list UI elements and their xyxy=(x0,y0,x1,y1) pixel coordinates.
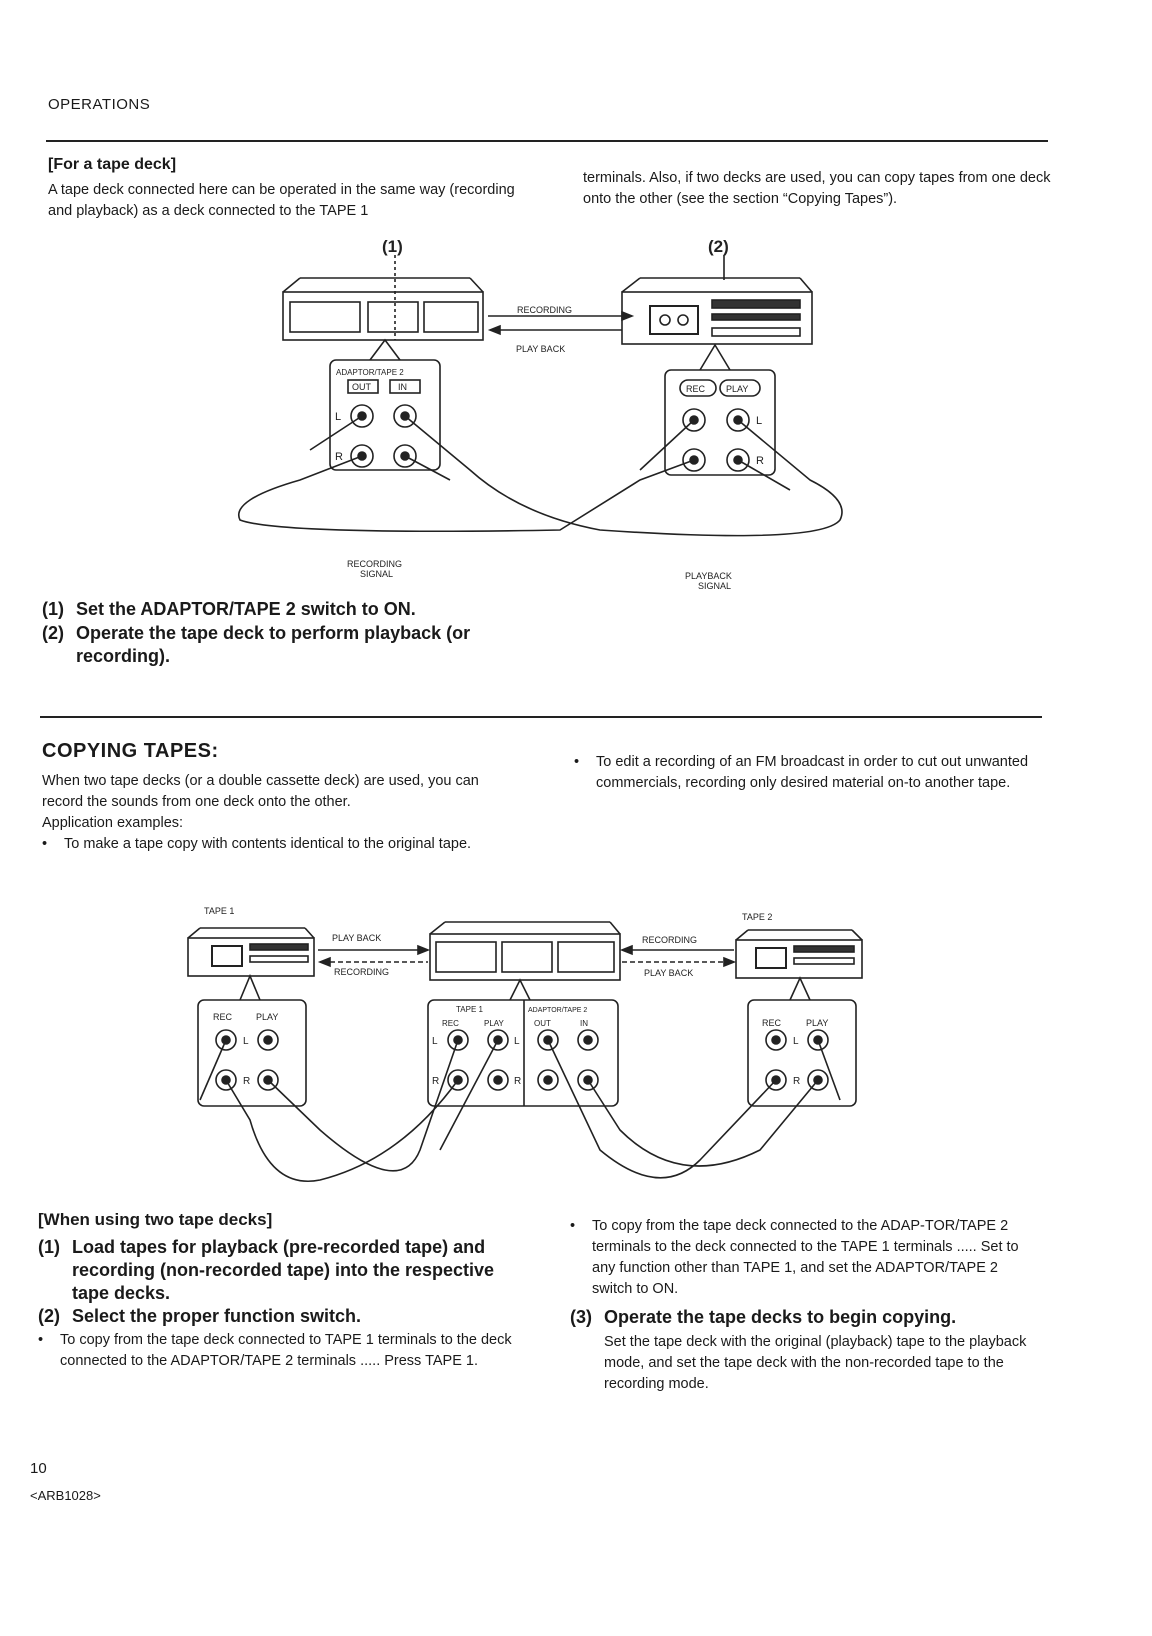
playback-arrow-label: PLAY BACK xyxy=(516,344,565,354)
step-number: (2) xyxy=(38,1306,60,1326)
r-label-left: R xyxy=(335,451,343,463)
step-number: (3) xyxy=(570,1307,592,1327)
play-label-left: PLAY xyxy=(256,1012,278,1022)
r-label-amp-1: R xyxy=(432,1076,439,1087)
play-label-amp: PLAY xyxy=(484,1019,505,1028)
r-label-tape1: R xyxy=(243,1076,250,1087)
l-label-amp-1: L xyxy=(432,1036,438,1047)
rec-label-left: REC xyxy=(213,1012,233,1022)
two-decks-heading: [When using two tape decks] xyxy=(38,1210,273,1229)
r-label-amp-2: R xyxy=(514,1076,521,1087)
tape-deck-step-1: (1) Set the ADAPTOR/TAPE 2 switch to ON. xyxy=(42,598,542,621)
copying-para: When two tape decks (or a double cassett… xyxy=(42,773,479,810)
bullet-dot: • xyxy=(574,754,580,770)
playback-label-left: PLAY BACK xyxy=(332,933,381,943)
copying-bullet-1: • To make a tape copy with contents ident… xyxy=(42,834,512,855)
playback-signal-line1: PLAYBACK xyxy=(685,571,732,581)
copying-step-1: (1) Load tapes for playback (pre-recorded… xyxy=(38,1236,518,1305)
step-text: Set the ADAPTOR/TAPE 2 switch to ON. xyxy=(76,599,416,619)
tape-deck-step-2: (2) Operate the tape deck to perform play… xyxy=(42,622,542,668)
out-label-amp: OUT xyxy=(534,1019,551,1028)
bullet-dot: • xyxy=(570,1218,576,1234)
step-text: Operate the tape deck to perform playbac… xyxy=(76,623,471,666)
panel-title: ADAPTOR/TAPE 2 xyxy=(336,368,404,377)
step-text: Select the proper function switch. xyxy=(72,1306,362,1326)
l-label-tape1: L xyxy=(243,1036,249,1047)
recording-label-left: RECORDING xyxy=(334,967,389,977)
marker-2: (2) xyxy=(708,237,729,256)
l-label-left: L xyxy=(335,411,341,423)
step-text: Load tapes for playback (pre-recorded ta… xyxy=(72,1237,495,1303)
l-label-right: L xyxy=(756,415,762,427)
in-label: IN xyxy=(398,382,407,392)
copying-connection-diagram: TAPE 1 TAPE 2 PLAY BACK RECORDING RECORD… xyxy=(187,906,863,1182)
tape-deck-heading: [For a tape deck] xyxy=(48,156,177,173)
top-rule xyxy=(46,140,1048,142)
in-label-amp: IN xyxy=(580,1019,588,1028)
step-number: (2) xyxy=(42,623,64,643)
step-number: (1) xyxy=(38,1237,60,1257)
tape-deck-para-left: A tape deck connected here can be operat… xyxy=(48,182,515,219)
recording-signal-line1: RECORDING xyxy=(347,559,402,569)
tape1-label-amp: TAPE 1 xyxy=(456,1005,484,1014)
play-label: PLAY xyxy=(726,384,748,394)
bullet-dot: • xyxy=(38,1332,44,1348)
mid-rule xyxy=(40,716,1042,718)
recording-label-right: RECORDING xyxy=(642,935,697,945)
r-label-tape2: R xyxy=(793,1076,800,1087)
step-text: Operate the tape decks to begin copying. xyxy=(604,1307,957,1327)
play-label-right: PLAY xyxy=(806,1018,828,1028)
l-label-tape2: L xyxy=(793,1036,799,1047)
l-label-amp-2: L xyxy=(514,1036,520,1047)
copying-bullet-2: • To edit a recording of an FM broadcast … xyxy=(574,752,1044,794)
copying-heading: COPYING TAPES: xyxy=(42,740,219,762)
playback-label-right: PLAY BACK xyxy=(644,968,693,978)
recording-signal-line2: SIGNAL xyxy=(360,569,393,579)
bullet-dot: • xyxy=(42,836,48,852)
tape2-label: TAPE 2 xyxy=(742,912,772,922)
recording-arrow-label: RECORDING xyxy=(517,305,572,315)
marker-1: (1) xyxy=(382,237,403,256)
adaptor-label-amp: ADAPTOR/TAPE 2 xyxy=(528,1007,587,1014)
copying-step-2: (2) Select the proper function switch. xyxy=(38,1305,518,1328)
bullet-text: To edit a recording of an FM broadcast i… xyxy=(596,754,1029,791)
page-number: 10 xyxy=(30,1460,47,1477)
tape1-label: TAPE 1 xyxy=(204,906,234,916)
bullet-text: To copy from the tape deck connected to … xyxy=(60,1332,512,1369)
examples-label: Application examples: xyxy=(42,815,184,831)
tape-deck-connection-diagram: RECORDING PLAY BACK (1) (2) ADAPTOR/TAPE… xyxy=(238,237,843,591)
copying-adaptor-bullet: • To copy from the tape deck connected to… xyxy=(570,1216,1038,1300)
step-number: (1) xyxy=(42,599,64,619)
rec-label: REC xyxy=(686,384,706,394)
section-label: OPERATIONS xyxy=(48,96,151,113)
bullet-text: To copy from the tape deck connected to … xyxy=(592,1218,1019,1297)
playback-signal-line2: SIGNAL xyxy=(698,581,731,591)
tape-deck-para-right: terminals. Also, if two decks are used, … xyxy=(583,170,1051,207)
copying-step-3: (3) Operate the tape decks to begin copyi… xyxy=(570,1306,1050,1329)
copying-tape1-bullet: • To copy from the tape deck connected to… xyxy=(38,1330,513,1372)
rec-label-right: REC xyxy=(762,1018,782,1028)
out-label: OUT xyxy=(352,382,372,392)
r-label-right: R xyxy=(756,455,764,467)
rec-label-amp: REC xyxy=(442,1019,459,1028)
copying-step-3-detail: Set the tape deck with the original (pla… xyxy=(604,1334,1027,1392)
doc-code: <ARB1028> xyxy=(30,1488,101,1503)
bullet-text: To make a tape copy with contents identi… xyxy=(64,836,472,852)
